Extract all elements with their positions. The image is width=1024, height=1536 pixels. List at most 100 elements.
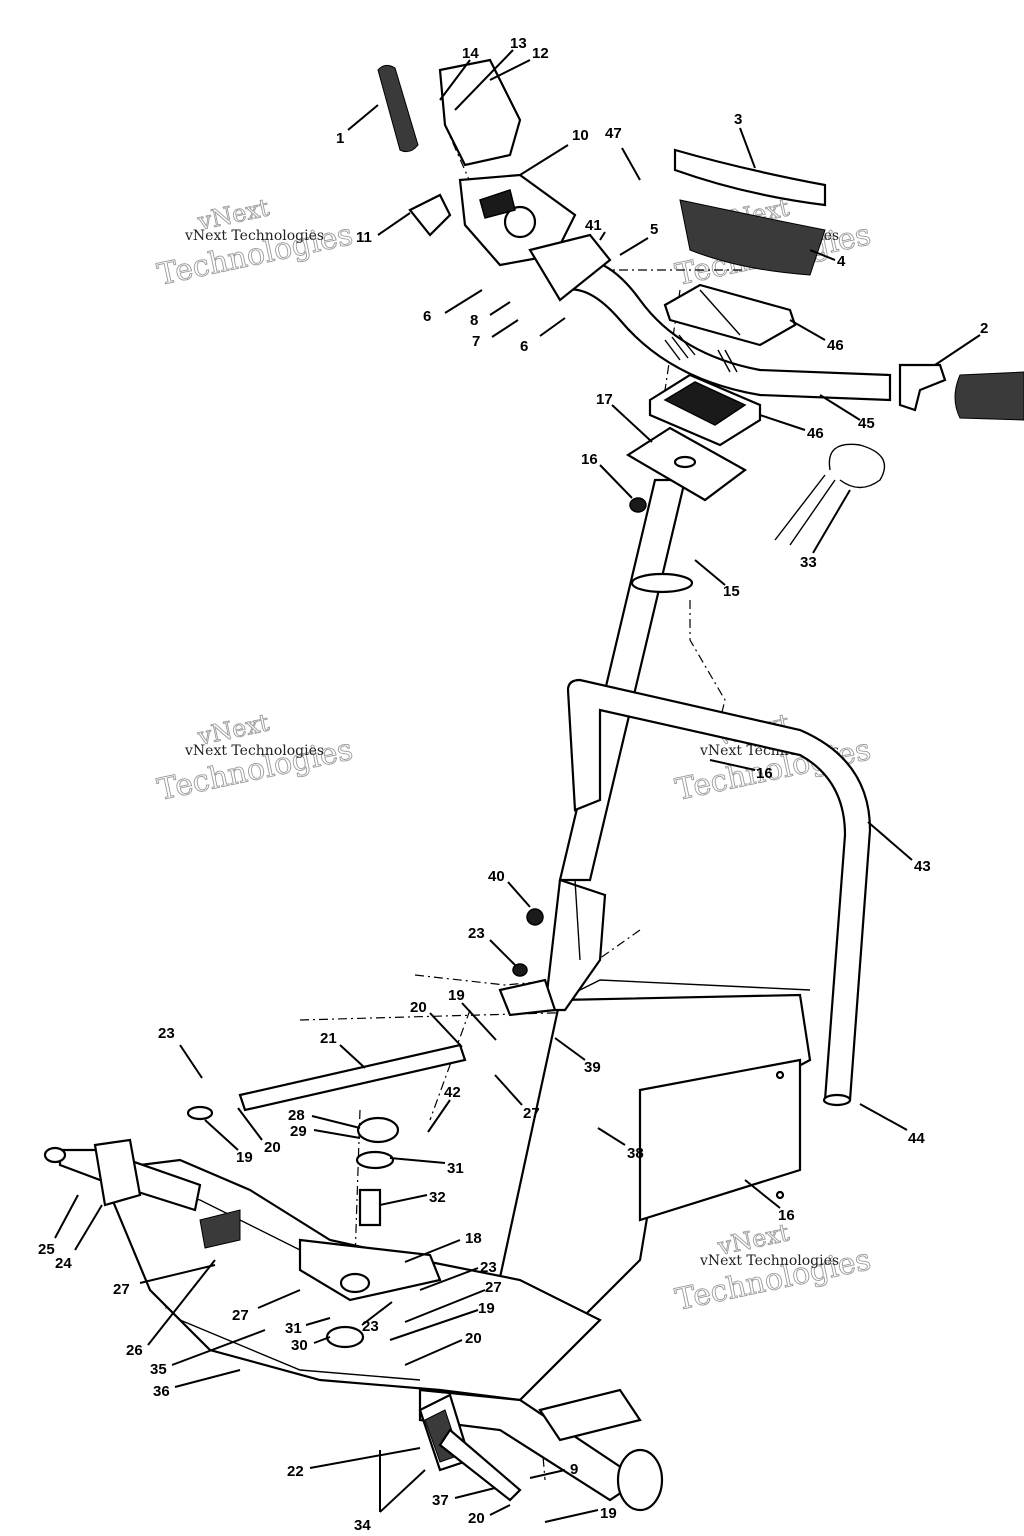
callout-24: 24 bbox=[55, 1204, 103, 1272]
callout-23b: 23 bbox=[158, 1025, 203, 1079]
svg-text:26: 26 bbox=[126, 1342, 143, 1359]
callout-26: 26 bbox=[126, 1259, 216, 1359]
callout-29: 29 bbox=[290, 1123, 361, 1140]
callout-3: 3 bbox=[734, 111, 756, 169]
callout-20a: 20 bbox=[410, 999, 463, 1048]
pad bbox=[673, 148, 827, 276]
svg-text:20: 20 bbox=[468, 1510, 485, 1527]
svg-text:19: 19 bbox=[236, 1149, 253, 1166]
callout-4: 4 bbox=[809, 249, 846, 270]
callout-43: 43 bbox=[867, 821, 931, 875]
callout-5: 5 bbox=[619, 221, 658, 256]
svg-text:6: 6 bbox=[423, 308, 431, 325]
callout-1: 1 bbox=[336, 104, 379, 147]
svg-text:43: 43 bbox=[914, 858, 931, 875]
callout-30: 30 bbox=[291, 1336, 331, 1354]
svg-text:47: 47 bbox=[605, 125, 622, 142]
svg-text:8: 8 bbox=[470, 312, 478, 329]
callout-35: 35 bbox=[150, 1329, 266, 1378]
svg-text:29: 29 bbox=[290, 1123, 307, 1140]
svg-text:19: 19 bbox=[478, 1300, 495, 1317]
callout-27d: 27 bbox=[232, 1289, 301, 1324]
callout-11: 11 bbox=[356, 212, 411, 246]
callout-13: 13 bbox=[454, 35, 527, 111]
svg-text:15: 15 bbox=[723, 583, 740, 600]
svg-text:14: 14 bbox=[462, 45, 479, 62]
svg-text:27: 27 bbox=[485, 1279, 502, 1296]
svg-text:41: 41 bbox=[585, 217, 602, 234]
callout-2: 2 bbox=[934, 320, 988, 366]
callout-32: 32 bbox=[379, 1189, 446, 1206]
svg-text:13: 13 bbox=[510, 35, 527, 52]
callout-31a: 31 bbox=[389, 1157, 464, 1177]
callout-45: 45 bbox=[819, 394, 875, 432]
steering-arm bbox=[298, 1116, 442, 1349]
callout-15: 15 bbox=[694, 559, 740, 600]
svg-text:40: 40 bbox=[488, 868, 505, 885]
svg-text:24: 24 bbox=[55, 1255, 72, 1272]
svg-text:23: 23 bbox=[158, 1025, 175, 1042]
svg-text:17: 17 bbox=[596, 391, 613, 408]
callout-16c: 16 bbox=[744, 1179, 795, 1224]
svg-text:27: 27 bbox=[523, 1105, 540, 1122]
callout-21: 21 bbox=[320, 1030, 366, 1069]
svg-text:33: 33 bbox=[800, 554, 817, 571]
svg-text:3: 3 bbox=[734, 111, 742, 128]
callout-25: 25 bbox=[38, 1194, 79, 1258]
svg-text:31: 31 bbox=[447, 1160, 464, 1177]
svg-text:30: 30 bbox=[291, 1337, 308, 1354]
callout-20d: 20 bbox=[468, 1504, 511, 1527]
svg-text:37: 37 bbox=[432, 1492, 449, 1509]
callout-28: 28 bbox=[288, 1107, 361, 1129]
callout-19d: 19 bbox=[544, 1505, 617, 1523]
callout-8: 8 bbox=[470, 301, 511, 329]
svg-text:44: 44 bbox=[908, 1130, 925, 1147]
coiled-cable bbox=[774, 443, 886, 546]
callout-47: 47 bbox=[605, 125, 641, 181]
svg-text:34: 34 bbox=[354, 1517, 371, 1534]
svg-text:46: 46 bbox=[807, 425, 824, 442]
svg-text:39: 39 bbox=[584, 1059, 601, 1076]
right-grip bbox=[898, 363, 1024, 421]
svg-text:20: 20 bbox=[465, 1330, 482, 1347]
svg-text:18: 18 bbox=[465, 1230, 482, 1247]
watermark-top-left: vNext Technologies vNext Technologies bbox=[154, 193, 356, 293]
steering-plate bbox=[625, 283, 797, 513]
callout-16b: 16 bbox=[709, 759, 773, 782]
svg-text:6: 6 bbox=[520, 338, 528, 355]
svg-text:7: 7 bbox=[472, 333, 480, 350]
svg-text:35: 35 bbox=[150, 1361, 167, 1378]
svg-text:31: 31 bbox=[285, 1320, 302, 1337]
callout-19b: 19 bbox=[204, 1119, 253, 1166]
callout-39: 39 bbox=[554, 1037, 601, 1076]
callout-19c: 19 bbox=[389, 1300, 495, 1341]
callout-6a: 6 bbox=[423, 289, 483, 325]
callout-27b: 27 bbox=[404, 1279, 502, 1323]
svg-text:23: 23 bbox=[362, 1318, 379, 1335]
svg-text:16: 16 bbox=[778, 1207, 795, 1224]
svg-text:16: 16 bbox=[581, 451, 598, 468]
callout-41: 41 bbox=[585, 217, 606, 241]
callout-36: 36 bbox=[153, 1369, 241, 1400]
callout-19a: 19 bbox=[448, 987, 497, 1041]
svg-text:11: 11 bbox=[356, 229, 372, 246]
svg-text:2: 2 bbox=[980, 320, 988, 337]
callout-18: 18 bbox=[404, 1230, 482, 1263]
callout-38: 38 bbox=[597, 1127, 644, 1162]
svg-text:vNext Technologies: vNext Technologies bbox=[184, 743, 324, 759]
callout-46b: 46 bbox=[759, 414, 824, 442]
callout-34: 34 bbox=[354, 1450, 426, 1534]
callout-20b: 20 bbox=[237, 1107, 281, 1156]
svg-text:22: 22 bbox=[287, 1463, 304, 1480]
svg-text:27: 27 bbox=[232, 1307, 249, 1324]
svg-text:45: 45 bbox=[858, 415, 875, 432]
callout-12: 12 bbox=[489, 45, 549, 81]
svg-text:20: 20 bbox=[264, 1139, 281, 1156]
callout-23a: 23 bbox=[468, 925, 516, 966]
watermark-mid-left: vNext Technologies vNext Technologies bbox=[154, 708, 356, 808]
svg-text:10: 10 bbox=[572, 127, 589, 144]
svg-text:19: 19 bbox=[600, 1505, 617, 1522]
callout-22: 22 bbox=[287, 1447, 421, 1480]
tie-rod bbox=[186, 1043, 467, 1121]
